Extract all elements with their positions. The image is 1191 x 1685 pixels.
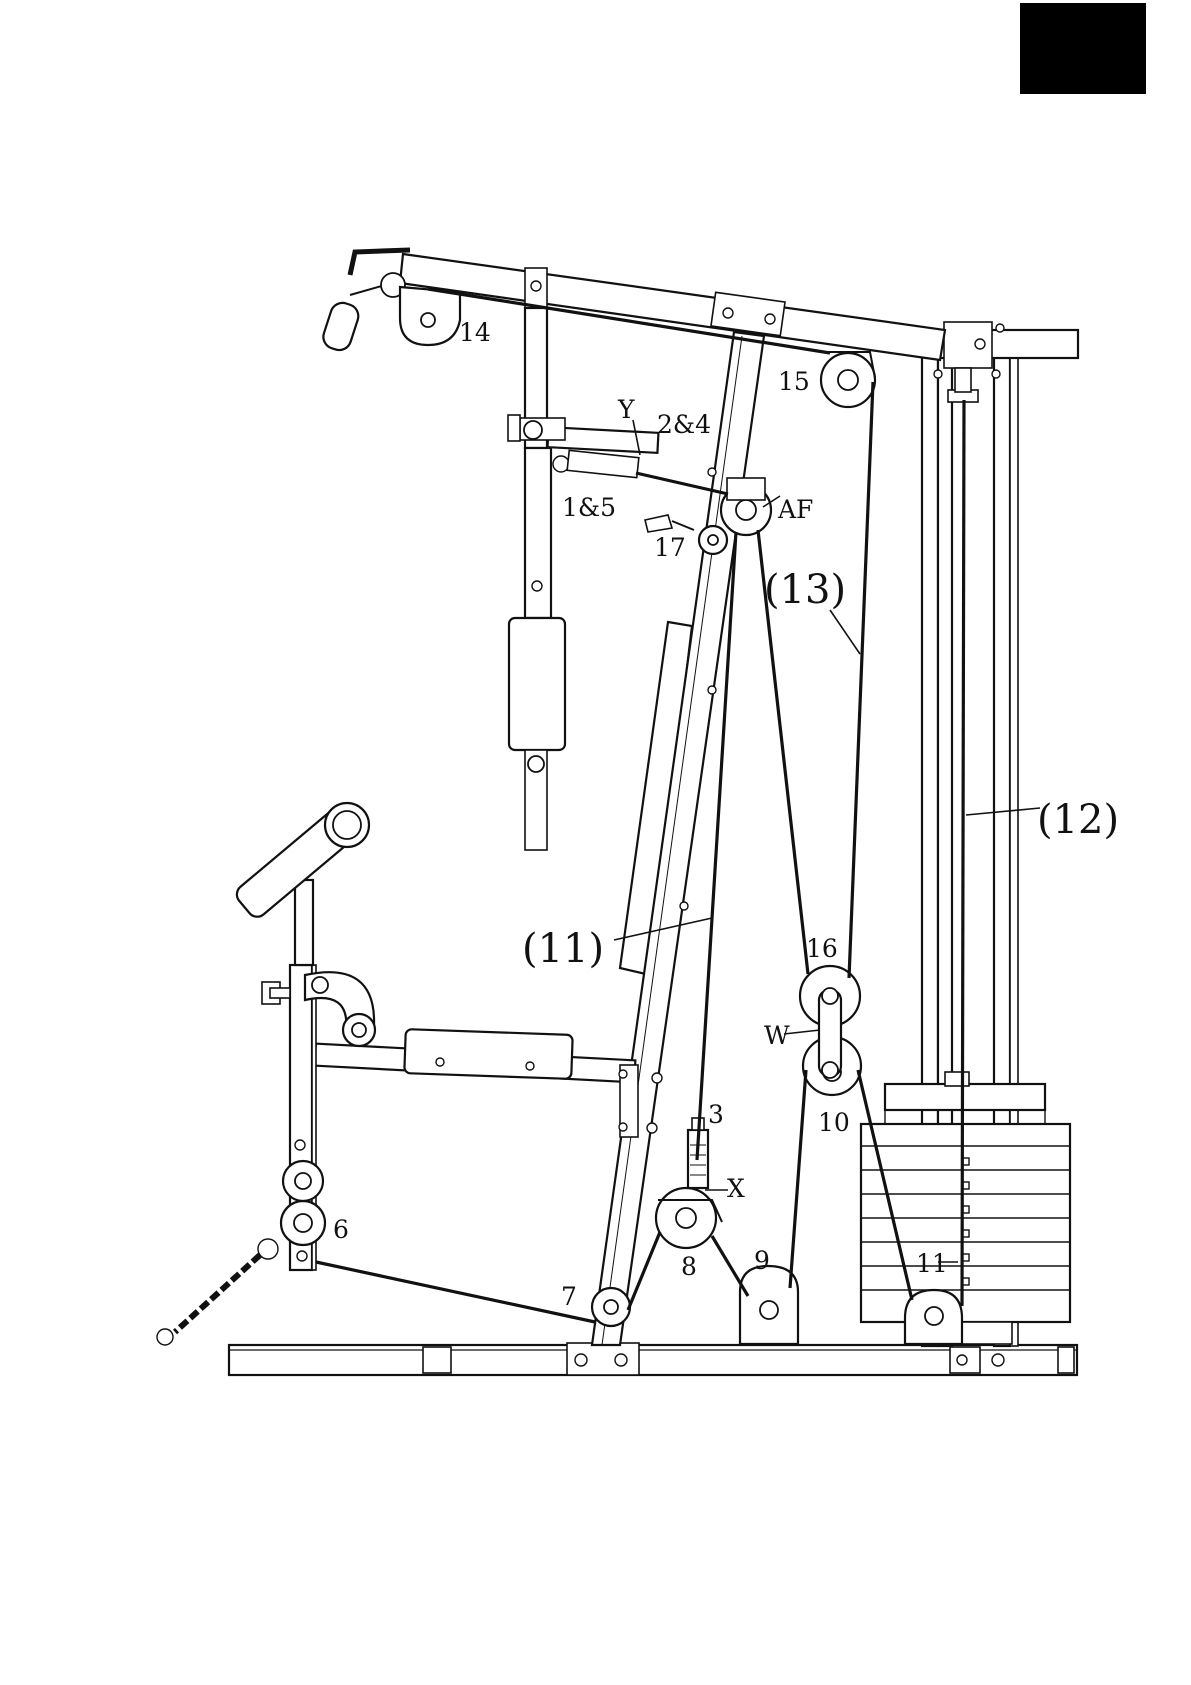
label-7: 7 (561, 1282, 577, 1311)
seat-frame (315, 1029, 662, 1137)
label-10: 10 (818, 1108, 850, 1137)
label-16: 16 (806, 934, 838, 963)
label-17: 17 (654, 533, 686, 562)
label-12: (12) (1037, 797, 1119, 843)
label-9: 9 (754, 1246, 770, 1275)
hanging-arm (508, 308, 658, 850)
label-14: 14 (459, 318, 491, 347)
label-af: AF (777, 495, 813, 524)
label-11-pulley: 11 (916, 1249, 948, 1278)
label-8: 8 (681, 1252, 697, 1281)
base-frame (229, 1343, 1077, 1375)
label-6: 6 (333, 1215, 349, 1244)
label-x: X (727, 1174, 745, 1203)
label-y: Y (617, 395, 635, 424)
label-13: (13) (764, 567, 846, 613)
label-15: 15 (778, 367, 810, 396)
front-handle (320, 273, 405, 353)
label-2-and-4: 2&4 (657, 410, 711, 439)
label-w: W (764, 1021, 790, 1050)
label-3: 3 (708, 1100, 724, 1129)
weight-plates (861, 1072, 1070, 1344)
label-1-and-5: 1&5 (562, 493, 616, 522)
label-11-upright: (11) (522, 926, 604, 972)
